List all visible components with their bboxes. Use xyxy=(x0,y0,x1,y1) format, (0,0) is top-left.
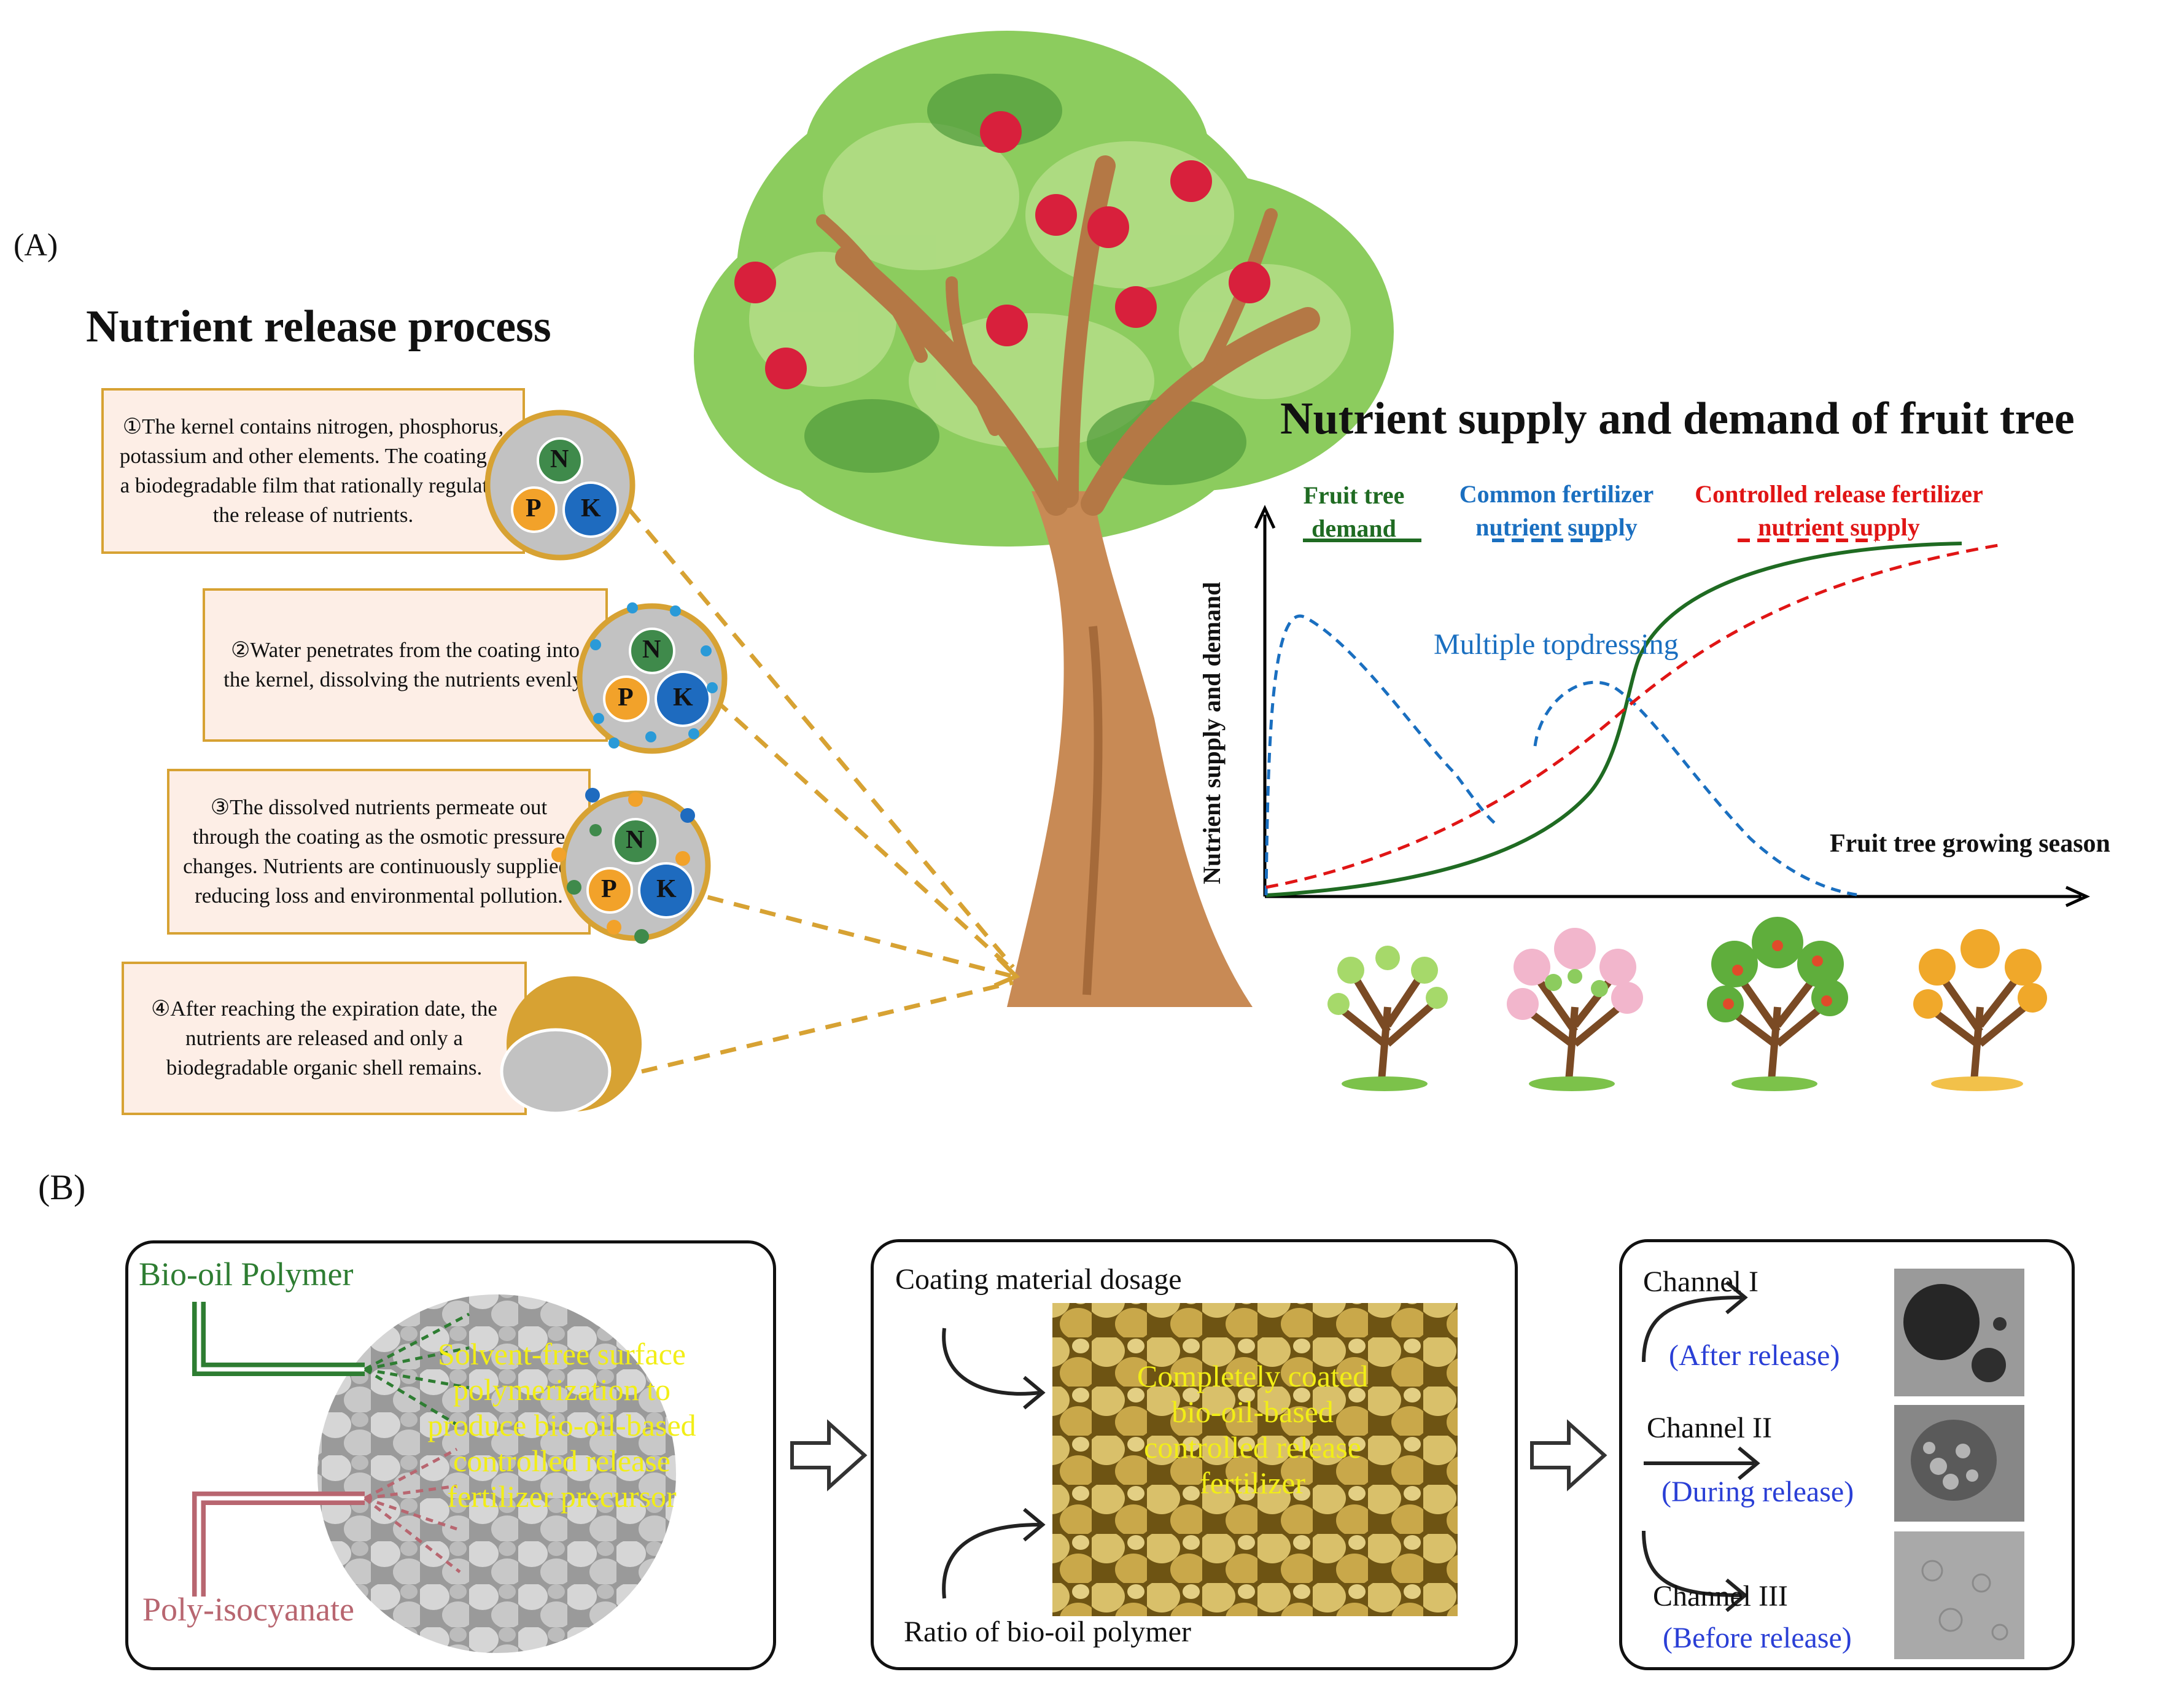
synthesis-overlay-line-5: fertilizer precursor xyxy=(447,1479,677,1514)
step-1-text: ①The kernel contains nitrogen, phosphoru… xyxy=(119,414,507,527)
granule-1-p-label: P xyxy=(526,494,542,523)
granule-3-p-label: P xyxy=(601,875,617,903)
common-supply-curve-2 xyxy=(1533,680,1861,897)
channels-diagram xyxy=(1642,1269,2024,1659)
chart-annotation-multiple-topdressing: Multiple topdressing xyxy=(1434,628,1679,661)
controlled-supply-curve xyxy=(1265,543,2002,889)
coating-overlay-line-4: fertilizer xyxy=(1199,1466,1306,1500)
granule-3-n-label: N xyxy=(626,826,645,854)
step-2-box: ②Water penetrates from the coating into … xyxy=(203,588,608,742)
granule-3-k-label: K xyxy=(656,875,677,903)
granule-3 xyxy=(551,788,711,944)
synthesis-overlay-text: Solvent-free surface polymerization to p… xyxy=(381,1336,743,1514)
coating-dosage-label: Coating material dosage xyxy=(895,1263,1182,1296)
legend-demand-label: Fruit tree demand xyxy=(1303,481,1405,542)
chart-y-axis-label: Nutrient supply and demand xyxy=(1198,582,1226,884)
synthesis-overlay-line-3: produce bio-oil-based xyxy=(427,1408,696,1442)
synthesis-diagram xyxy=(192,1294,676,1653)
supply-demand-chart xyxy=(1254,505,2091,1091)
granule-1-k-label: K xyxy=(581,494,601,523)
channel-3-name: Channel III xyxy=(1653,1580,1788,1612)
step-3-text: ③The dissolved nutrients permeate out th… xyxy=(183,795,575,908)
fruiting-tree xyxy=(1707,917,1848,1091)
leader-line-3 xyxy=(681,888,1014,979)
precursor-granules-image xyxy=(317,1294,676,1653)
synthesis-box xyxy=(125,1240,776,1670)
common-supply-curve-1 xyxy=(1264,614,1499,896)
channel-2-name: Channel II xyxy=(1647,1412,1772,1444)
coating-overlay-line-2: bio-oil-based xyxy=(1172,1395,1334,1429)
bio-oil-polymer-label: Bio-oil Polymer xyxy=(139,1256,354,1293)
flow-arrow-1 xyxy=(790,1419,868,1492)
legend-common-label: Common fertilizer nutrient supply xyxy=(1459,480,1654,541)
sem-image-before-release xyxy=(1894,1531,2024,1659)
legend-controlled-label: Controlled release fertilizer nutrient s… xyxy=(1695,480,1983,541)
granule-1 xyxy=(484,410,635,561)
coating-overlay-line-1: Completely coated xyxy=(1137,1359,1369,1393)
leader-line-1 xyxy=(628,508,1015,969)
spring-tree xyxy=(1327,946,1448,1091)
step-2-text: ②Water penetrates from the coating into … xyxy=(223,638,587,691)
chart-x-axis-label: Fruit tree growing season xyxy=(1830,830,2110,858)
synthesis-overlay-line-1: Solvent-free surface xyxy=(438,1337,686,1371)
granule-1-n-label: N xyxy=(550,445,569,473)
blossom-tree xyxy=(1507,928,1643,1091)
granule-2 xyxy=(577,602,728,754)
channel-1-name: Channel I xyxy=(1643,1266,1758,1298)
panel-a-label: (A) xyxy=(14,228,58,263)
channel-1-state: (After release) xyxy=(1669,1339,1840,1372)
synthesis-overlay-line-2: polymerization to xyxy=(453,1372,671,1407)
supply-demand-title: Nutrient supply and demand of fruit tree xyxy=(1280,394,2075,444)
granule-diagrams xyxy=(484,410,1020,1115)
coating-overlay-line-3: controlled release xyxy=(1144,1430,1361,1465)
release-channels-box xyxy=(1619,1239,2075,1670)
granule-2-k-label: K xyxy=(673,683,693,712)
bio-oil-ratio-label: Ratio of bio-oil polymer xyxy=(904,1616,1191,1648)
granule-2-p-label: P xyxy=(618,683,634,712)
step-4-text: ④After reaching the expiration date, the… xyxy=(151,997,497,1079)
demand-curve xyxy=(1265,542,1962,897)
flow-arrow-2 xyxy=(1530,1419,1607,1492)
release-process-title: Nutrient release process xyxy=(86,301,551,352)
season-trees xyxy=(1327,917,2047,1091)
channel-3-state: (Before release) xyxy=(1663,1622,1852,1654)
granule-4-shell xyxy=(500,976,642,1115)
granule-2-n-label: N xyxy=(642,636,661,664)
channel-2-state: (During release) xyxy=(1661,1476,1854,1508)
step-3-box: ③The dissolved nutrients permeate out th… xyxy=(167,769,591,935)
leader-line-4 xyxy=(641,980,1014,1074)
apple-tree-illustration xyxy=(694,31,1394,1007)
poly-isocyanate-label: Poly-isocyanate xyxy=(142,1591,354,1628)
coated-fertilizer-image xyxy=(1052,1303,1458,1616)
leader-line-2 xyxy=(713,698,1015,972)
autumn-tree xyxy=(1913,929,2047,1091)
coating-overlay-text: Completely coated bio-oil-based controll… xyxy=(1081,1358,1424,1501)
step-4-box: ④After reaching the expiration date, the… xyxy=(122,962,527,1115)
coating-box xyxy=(871,1239,1518,1670)
panel-b-label: (B) xyxy=(38,1167,86,1207)
step-1-box: ①The kernel contains nitrogen, phosphoru… xyxy=(101,388,525,554)
synthesis-overlay-line-4: controlled release xyxy=(453,1444,670,1478)
coating-diagram xyxy=(942,1303,1458,1616)
